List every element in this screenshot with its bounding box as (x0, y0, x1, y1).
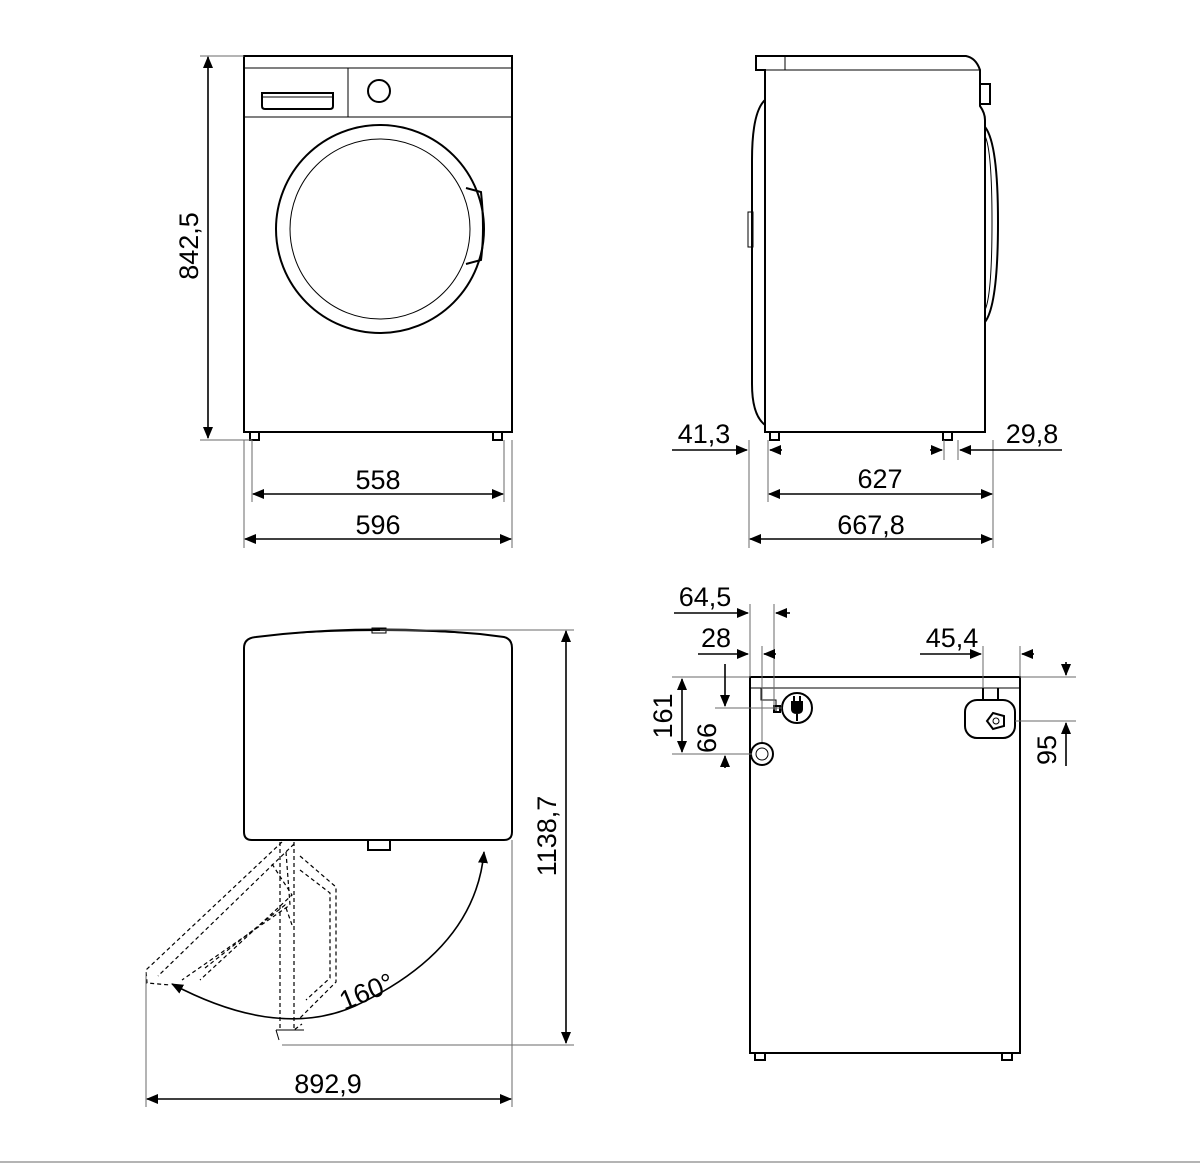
water-inlet-icon (964, 688, 1016, 739)
rear-view (749, 676, 1021, 1061)
side-body-depth-label: 627 (857, 464, 902, 494)
side-total-depth-label: 667,8 (837, 510, 905, 540)
rear-plug-offset-label: 64,5 (679, 582, 732, 612)
front-view (243, 55, 513, 441)
side-view (747, 55, 1000, 441)
door-porthole (275, 124, 485, 334)
rear-drain-height-label: 66 (692, 723, 722, 753)
rear-inlet-height-label: 95 (1032, 735, 1062, 765)
front-inner-width-label: 558 (355, 465, 400, 495)
side-rear-offset-label: 29,8 (1006, 419, 1059, 449)
front-height-label: 842,5 (174, 212, 204, 280)
door-angle-label: 160° (335, 967, 398, 1016)
top-door-open-width-label: 892,9 (294, 1069, 362, 1099)
detergent-drawer (261, 92, 334, 110)
rear-plug-height-label: 161 (648, 693, 678, 738)
plug-icon (781, 692, 813, 724)
program-knob (367, 79, 391, 103)
top-view: 160° (145, 627, 513, 1041)
top-total-depth-label: 1138,7 (532, 796, 562, 877)
open-door-outline (145, 841, 337, 1041)
rear-inlet-offset-label: 45,4 (926, 623, 979, 653)
drain-outlet-icon (750, 742, 774, 766)
door-angle-arc (171, 851, 488, 1020)
rear-drain-offset-label: 28 (701, 623, 731, 653)
side-front-offset-label: 41,3 (678, 419, 731, 449)
front-outer-width-label: 596 (355, 510, 400, 540)
